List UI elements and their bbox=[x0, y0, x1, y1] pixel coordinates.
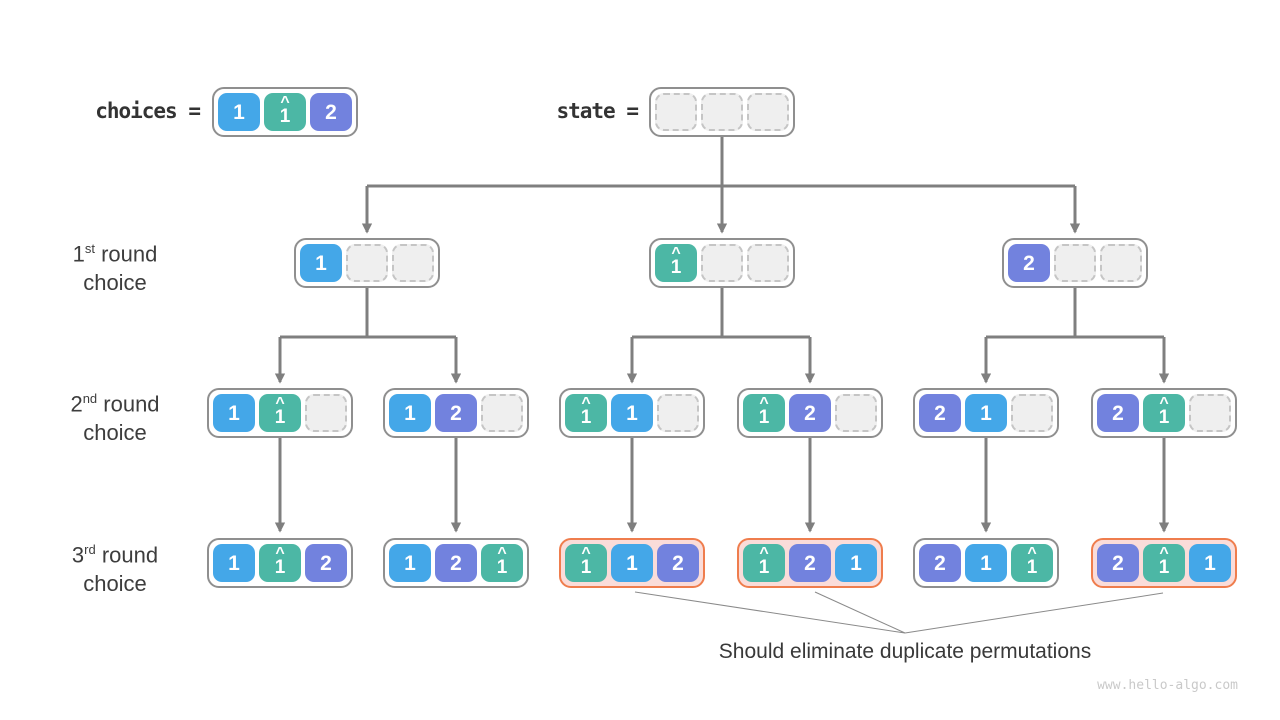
cell-2: 2 bbox=[1097, 394, 1139, 432]
state-label: state = bbox=[556, 99, 639, 123]
caret-mark: ^ bbox=[759, 394, 769, 412]
cell-empty bbox=[747, 244, 789, 282]
cell-2: 2 bbox=[919, 394, 961, 432]
ordinal-suffix: nd bbox=[82, 391, 98, 406]
cell-empty bbox=[835, 394, 877, 432]
round-label-1: 1st round choice bbox=[72, 241, 158, 296]
state-node-l3-4-duplicate: ^1 2 1 bbox=[737, 538, 883, 588]
cell-1: 1 bbox=[1189, 544, 1231, 582]
caption-duplicate-permutations: Should eliminate duplicate permutations bbox=[718, 640, 1092, 663]
caret-mark: ^ bbox=[275, 544, 285, 562]
cell-1hat: ^1 bbox=[655, 244, 697, 282]
cell-1hat: ^1 bbox=[259, 544, 301, 582]
cell-empty bbox=[305, 394, 347, 432]
cell-1: 1 bbox=[611, 544, 653, 582]
choices-label: choices = bbox=[95, 99, 201, 123]
cell-empty bbox=[1011, 394, 1053, 432]
cell-1hat: ^1 bbox=[264, 93, 306, 131]
caret-mark: ^ bbox=[275, 394, 285, 412]
cell-1: 1 bbox=[389, 544, 431, 582]
cell-1: 1 bbox=[389, 394, 431, 432]
caret-mark: ^ bbox=[1159, 394, 1169, 412]
cell-1hat: ^1 bbox=[565, 394, 607, 432]
caret-mark: ^ bbox=[581, 394, 591, 412]
ordinal-suffix: st bbox=[84, 241, 95, 256]
state-node-l1-1: 1 bbox=[294, 238, 440, 288]
cell-1hat: ^1 bbox=[565, 544, 607, 582]
cell-2: 2 bbox=[435, 394, 477, 432]
state-node-l1-2: ^1 bbox=[649, 238, 795, 288]
caret-mark: ^ bbox=[759, 544, 769, 562]
cell-empty bbox=[655, 93, 697, 131]
cell-empty bbox=[392, 244, 434, 282]
cell-1: 1 bbox=[965, 394, 1007, 432]
caret-mark: ^ bbox=[280, 93, 290, 111]
cell-empty bbox=[747, 93, 789, 131]
cell-2: 2 bbox=[1097, 544, 1139, 582]
cell-1hat: ^1 bbox=[743, 394, 785, 432]
cell-2: 2 bbox=[789, 544, 831, 582]
state-node-l1-3: 2 bbox=[1002, 238, 1148, 288]
cell-empty bbox=[657, 394, 699, 432]
state-node-l3-6-duplicate: 2 ^1 1 bbox=[1091, 538, 1237, 588]
state-node-l3-2: 1 2 ^1 bbox=[383, 538, 529, 588]
cell-2: 2 bbox=[310, 93, 352, 131]
choices-array: 1 ^1 2 bbox=[212, 87, 358, 137]
ordinal-suffix: rd bbox=[84, 542, 96, 557]
cell-2: 2 bbox=[657, 544, 699, 582]
cell-empty bbox=[481, 394, 523, 432]
cell-1hat: ^1 bbox=[1143, 544, 1185, 582]
state-array bbox=[649, 87, 795, 137]
round-label-3: 3rd round choice bbox=[71, 542, 159, 597]
state-node-l3-3-duplicate: ^1 1 2 bbox=[559, 538, 705, 588]
cell-1: 1 bbox=[965, 544, 1007, 582]
cell-1hat: ^1 bbox=[1011, 544, 1053, 582]
cell-2: 2 bbox=[789, 394, 831, 432]
round-label-2: 2nd round choice bbox=[70, 391, 160, 446]
cell-1hat: ^1 bbox=[259, 394, 301, 432]
cell-1: 1 bbox=[611, 394, 653, 432]
state-node-l2-1: 1 ^1 bbox=[207, 388, 353, 438]
cell-empty bbox=[701, 244, 743, 282]
state-node-l3-1: 1 ^1 2 bbox=[207, 538, 353, 588]
duplicate-pointer-lines bbox=[634, 591, 1164, 634]
caret-mark: ^ bbox=[497, 544, 507, 562]
cell-1hat: ^1 bbox=[1143, 394, 1185, 432]
cell-2: 2 bbox=[919, 544, 961, 582]
cell-2: 2 bbox=[305, 544, 347, 582]
caret-mark: ^ bbox=[1159, 544, 1169, 562]
state-node-l2-5: 2 1 bbox=[913, 388, 1059, 438]
cell-1hat: ^1 bbox=[481, 544, 523, 582]
caret-mark: ^ bbox=[1027, 544, 1037, 562]
state-node-l2-4: ^1 2 bbox=[737, 388, 883, 438]
watermark: www.hello-algo.com bbox=[1097, 678, 1238, 693]
caret-mark: ^ bbox=[581, 544, 591, 562]
cell-empty bbox=[701, 93, 743, 131]
cell-1: 1 bbox=[213, 394, 255, 432]
cell-empty bbox=[1054, 244, 1096, 282]
cell-empty bbox=[1189, 394, 1231, 432]
cell-1hat: ^1 bbox=[743, 544, 785, 582]
state-node-l2-2: 1 2 bbox=[383, 388, 529, 438]
cell-1: 1 bbox=[213, 544, 255, 582]
state-node-l3-5: 2 1 ^1 bbox=[913, 538, 1059, 588]
cell-empty bbox=[346, 244, 388, 282]
state-node-l2-6: 2 ^1 bbox=[1091, 388, 1237, 438]
cell-1: 1 bbox=[218, 93, 260, 131]
cell-2: 2 bbox=[435, 544, 477, 582]
state-node-l2-3: ^1 1 bbox=[559, 388, 705, 438]
cell-1: 1 bbox=[835, 544, 877, 582]
caret-mark: ^ bbox=[671, 244, 681, 262]
cell-empty bbox=[1100, 244, 1142, 282]
cell-2: 2 bbox=[1008, 244, 1050, 282]
arrow-group bbox=[274, 137, 1170, 533]
cell-1: 1 bbox=[300, 244, 342, 282]
